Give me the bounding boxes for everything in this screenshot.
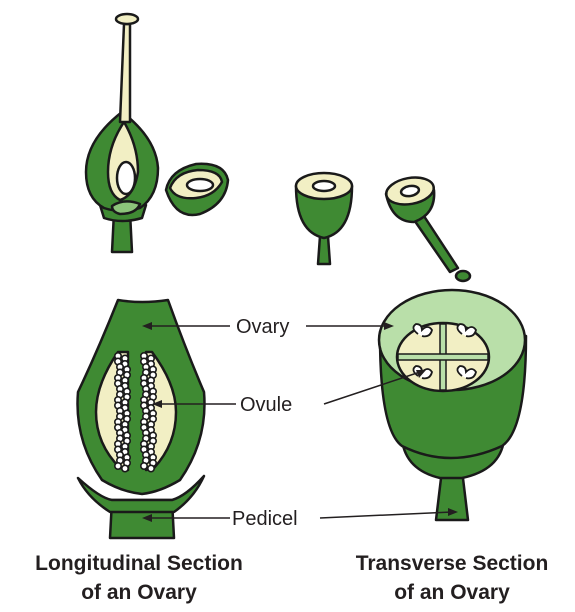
- ovary-top-with-style-illustration: [384, 174, 470, 281]
- ovary-slice-piece: [166, 164, 228, 215]
- longitudinal-caption-line2: of an Ovary: [81, 581, 197, 604]
- transverse-section-illustration: [379, 290, 526, 520]
- ovary-label: Ovary: [236, 316, 289, 338]
- ovule: [115, 463, 121, 469]
- longitudinal-caption-line1: Longitudinal Section: [35, 552, 243, 575]
- pedicel-leader-right: [320, 512, 452, 518]
- ovary-cup-illustration: [296, 173, 352, 264]
- pistil-longitudinal-cut-illustration: [86, 14, 158, 252]
- ovule: [141, 463, 147, 469]
- ovule-label: Ovule: [240, 394, 292, 416]
- transverse-caption-line1: Transverse Section: [356, 552, 549, 575]
- ovule: [148, 465, 154, 471]
- pedicel-label: Pedicel: [232, 508, 298, 530]
- ovule: [122, 465, 128, 471]
- ovule-cluster-right: [141, 353, 156, 472]
- transverse-caption-line2: of an Ovary: [394, 581, 510, 604]
- longitudinal-section-illustration: [78, 300, 205, 538]
- ovule-cluster-left: [115, 353, 130, 472]
